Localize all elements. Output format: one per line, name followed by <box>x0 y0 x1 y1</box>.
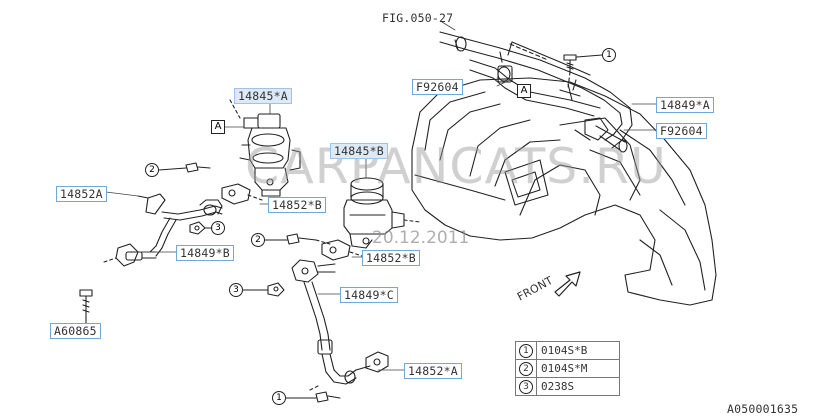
part-label-f92604-top[interactable]: F92604 <box>412 79 463 95</box>
bolt-left-2 <box>158 162 211 173</box>
fastener-legend: 1 0104S*B 2 0104S*M 3 0238S <box>515 341 620 396</box>
legend-code[interactable]: 0104S*M <box>536 359 620 378</box>
gasket-14852a-lower <box>365 351 389 373</box>
front-arrow-icon <box>554 271 581 297</box>
legend-num-3: 3 <box>519 380 533 394</box>
callout-3-upper: 3 <box>211 221 225 235</box>
reference-tag-a-left: A <box>211 120 225 134</box>
nut-3-upper <box>189 221 213 235</box>
figure-reference: FIG.050-27 <box>382 11 454 25</box>
part-label-a60865[interactable]: A60865 <box>50 323 101 339</box>
pipe-14849c <box>291 259 371 391</box>
callout-1-bottom: 1 <box>272 391 286 405</box>
part-label-14845a[interactable]: 14845*A <box>234 88 292 104</box>
legend-row: 1 0104S*B <box>515 341 620 360</box>
diagram-id: A050001635 <box>727 402 799 416</box>
watermark: CARPANCATS.RU <box>245 138 667 195</box>
nut-3-lower <box>242 282 285 297</box>
bolt-top <box>563 54 603 89</box>
gasket-upper <box>221 183 263 205</box>
bolt-a60865 <box>79 289 93 325</box>
part-label-14852a-bottom[interactable]: 14852*A <box>404 363 462 379</box>
part-label-f92604-right[interactable]: F92604 <box>656 123 707 139</box>
date-stamp: 20.12.2011 <box>372 228 470 248</box>
reference-tag-a-top: A <box>517 84 531 98</box>
legend-code[interactable]: 0238S <box>536 377 620 396</box>
part-label-14852b-lower[interactable]: 14852*B <box>362 250 420 266</box>
part-label-14849a[interactable]: 14849*A <box>656 97 714 113</box>
bolt-mid-2 <box>264 233 331 245</box>
callout-2-left: 2 <box>145 163 159 177</box>
legend-row: 2 0104S*M <box>515 359 620 378</box>
part-label-14849b[interactable]: 14849*B <box>176 245 234 261</box>
bolt-bottom-1 <box>285 391 341 403</box>
gasket-lower <box>321 239 363 261</box>
callout-3-lower: 3 <box>229 283 243 297</box>
egr-valve-b <box>343 177 421 249</box>
legend-code[interactable]: 0104S*B <box>536 341 620 360</box>
legend-num-1: 1 <box>519 344 533 358</box>
leader-lines <box>85 21 657 371</box>
callout-1-top: 1 <box>602 48 616 62</box>
pipe-14849b <box>103 193 223 267</box>
legend-num-2: 2 <box>519 362 533 376</box>
part-label-14845b[interactable]: 14845*B <box>330 143 388 159</box>
part-label-14852a-left[interactable]: 14852A <box>56 186 107 202</box>
intake-manifold <box>411 77 717 306</box>
egr-valve-a <box>229 99 301 197</box>
part-label-14852b-upper[interactable]: 14852*B <box>268 197 326 213</box>
callout-2-mid: 2 <box>251 233 265 247</box>
part-label-14849c[interactable]: 14849*C <box>340 287 398 303</box>
legend-row: 3 0238S <box>515 377 620 396</box>
